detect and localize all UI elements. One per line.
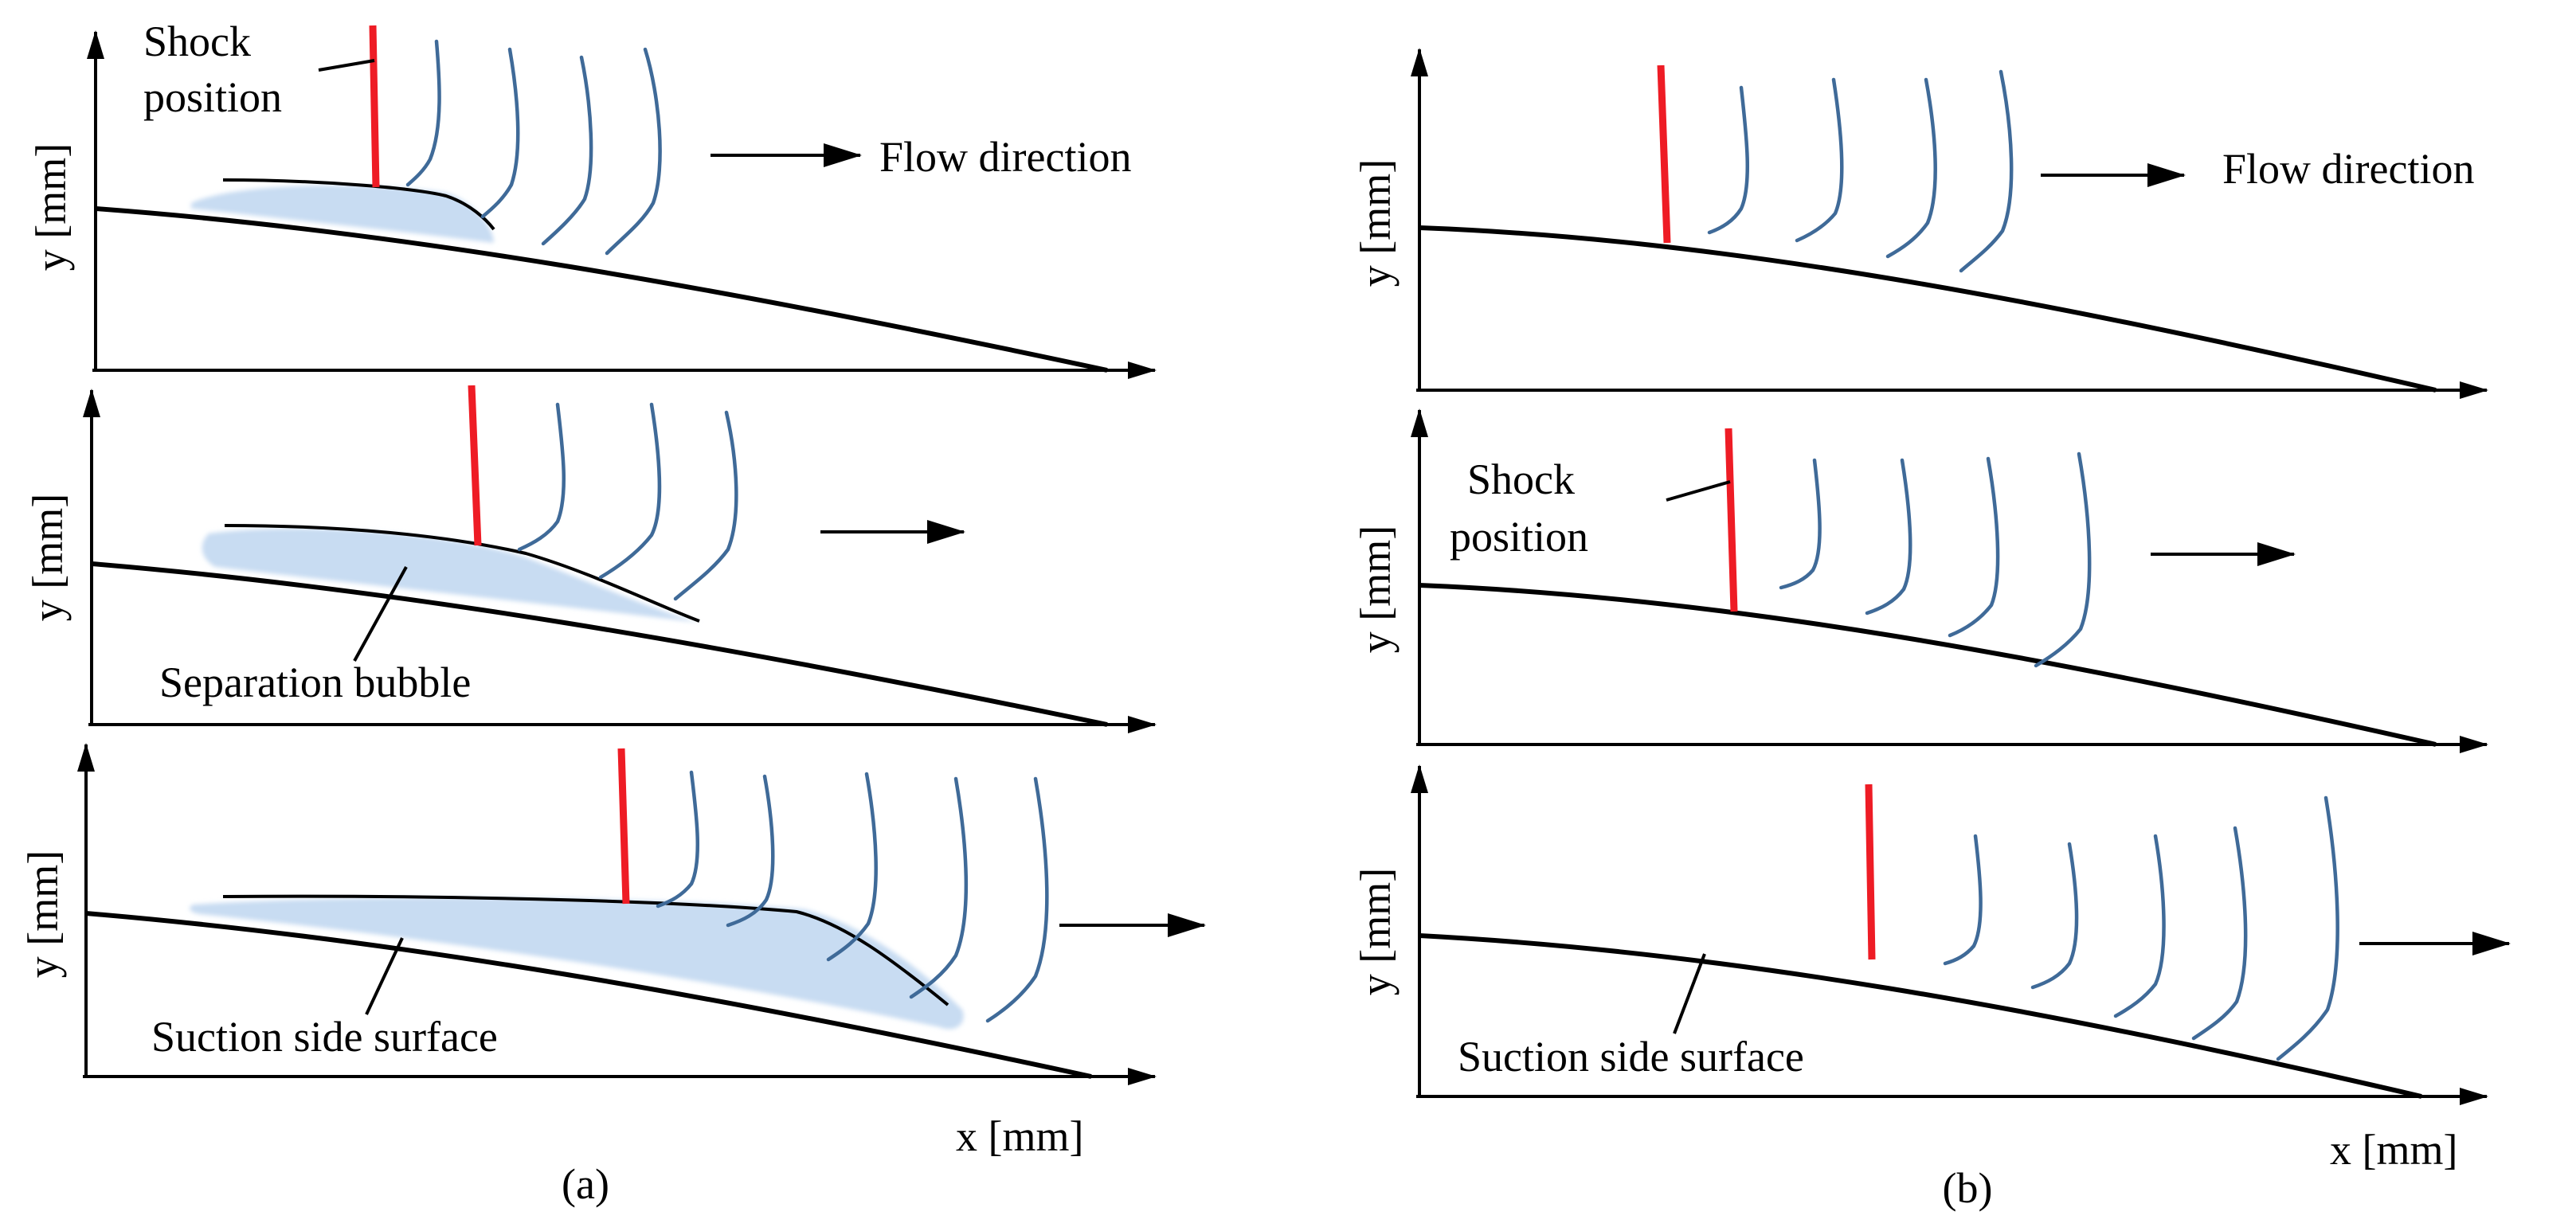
velocity-profile xyxy=(405,39,441,187)
suction-side-surface xyxy=(95,206,1108,373)
shock-label-leader xyxy=(1666,480,1731,502)
separation-bubble xyxy=(202,528,702,623)
velocity-profiles xyxy=(656,770,1049,1023)
velocity-profile xyxy=(909,776,969,999)
panel-b-caption: (b) xyxy=(1943,1164,1993,1212)
suction-side-surface xyxy=(91,561,1108,727)
velocity-profile xyxy=(673,410,738,601)
shock-line xyxy=(1865,784,1876,960)
velocity-profile xyxy=(2030,842,2079,990)
surface-label-leader xyxy=(1673,953,1706,1034)
separation-bubble xyxy=(190,897,964,1030)
shear-layer-line xyxy=(222,178,495,231)
panel-a: y [mm] Shock position Flow direction y [… xyxy=(19,18,1206,1208)
velocity-profile xyxy=(1948,456,2000,638)
velocity-profile xyxy=(517,402,566,552)
y-axis-label: y [mm] xyxy=(1352,159,1400,287)
velocity-profile xyxy=(1885,77,1937,259)
velocity-profile xyxy=(1779,458,1822,590)
panel-b-middle: y [mm] Shock position xyxy=(1352,408,2488,753)
panel-a-caption: (a) xyxy=(562,1160,609,1208)
panel-a-top: y [mm] Shock position Flow direction xyxy=(27,18,1157,379)
panel-a-middle: y [mm] Separation bubble xyxy=(24,385,1157,733)
velocity-profile xyxy=(2191,826,2248,1041)
velocity-profile xyxy=(826,772,878,962)
velocity-profiles xyxy=(1707,69,2014,273)
shock-label-line2: position xyxy=(1450,513,1588,561)
suction-side-surface xyxy=(1419,933,2422,1099)
velocity-profile xyxy=(1943,834,1983,966)
panel-b-bottom: y [mm] Suction side surface xyxy=(1352,764,2511,1105)
x-axis-label: x [mm] xyxy=(956,1112,1083,1160)
suction-side-surface xyxy=(85,911,1092,1079)
panel-b: y [mm] Flow direction y [mm] xyxy=(1352,48,2511,1212)
y-axis-label: y [mm] xyxy=(1352,868,1400,995)
y-axis-label: y [mm] xyxy=(24,494,72,621)
separation-bubble-label: Separation bubble xyxy=(159,658,471,706)
shock-line xyxy=(617,748,630,905)
shock-label-line1: Shock xyxy=(143,18,251,65)
separation-bubble xyxy=(191,185,494,243)
x-axis-label: x [mm] xyxy=(2330,1126,2457,1174)
velocity-profile xyxy=(1707,85,1750,235)
y-axis-label: y [mm] xyxy=(19,850,67,978)
suction-side-surface-label: Suction side surface xyxy=(151,1013,498,1061)
suction-side-surface-label: Suction side surface xyxy=(1458,1033,1804,1081)
panel-b-top: y [mm] Flow direction xyxy=(1352,48,2488,399)
velocity-profile xyxy=(1865,458,1912,616)
velocity-profile xyxy=(605,47,662,256)
velocity-profile xyxy=(2034,451,2092,668)
shock-label-line1: Shock xyxy=(1467,455,1575,503)
shock-line xyxy=(1657,64,1671,244)
bubble-label-leader xyxy=(353,566,408,662)
velocity-profiles xyxy=(405,39,662,256)
velocity-profiles xyxy=(1943,795,2339,1061)
shock-line xyxy=(1725,428,1738,612)
y-axis-label: y [mm] xyxy=(27,143,75,271)
shock-line xyxy=(468,385,482,546)
velocity-profile xyxy=(985,776,1049,1023)
shear-layer-line xyxy=(222,894,949,1006)
velocity-profile xyxy=(1795,77,1844,243)
velocity-profile xyxy=(726,774,775,928)
shock-label-line2: position xyxy=(143,73,282,121)
velocity-profile xyxy=(656,770,700,909)
y-axis-label: y [mm] xyxy=(1352,526,1400,653)
velocity-profile xyxy=(541,55,593,246)
velocity-profiles xyxy=(517,402,738,601)
velocity-profiles xyxy=(1779,451,2092,668)
panel-a-bottom: y [mm] Suction side surface xyxy=(19,743,1206,1085)
velocity-profile xyxy=(1959,69,2014,273)
shear-layer-line xyxy=(224,524,700,623)
velocity-profile xyxy=(2276,795,2339,1061)
shock-line xyxy=(369,25,380,188)
suction-side-surface xyxy=(1419,583,2437,747)
flow-direction-label: Flow direction xyxy=(879,133,1131,181)
suction-side-surface xyxy=(1419,225,2437,393)
velocity-profile xyxy=(598,402,662,580)
velocity-profile xyxy=(2113,834,2166,1018)
flow-direction-label: Flow direction xyxy=(2222,145,2474,193)
velocity-profile xyxy=(480,47,520,219)
surface-label-leader xyxy=(365,937,404,1015)
shock-label-leader xyxy=(318,59,375,72)
